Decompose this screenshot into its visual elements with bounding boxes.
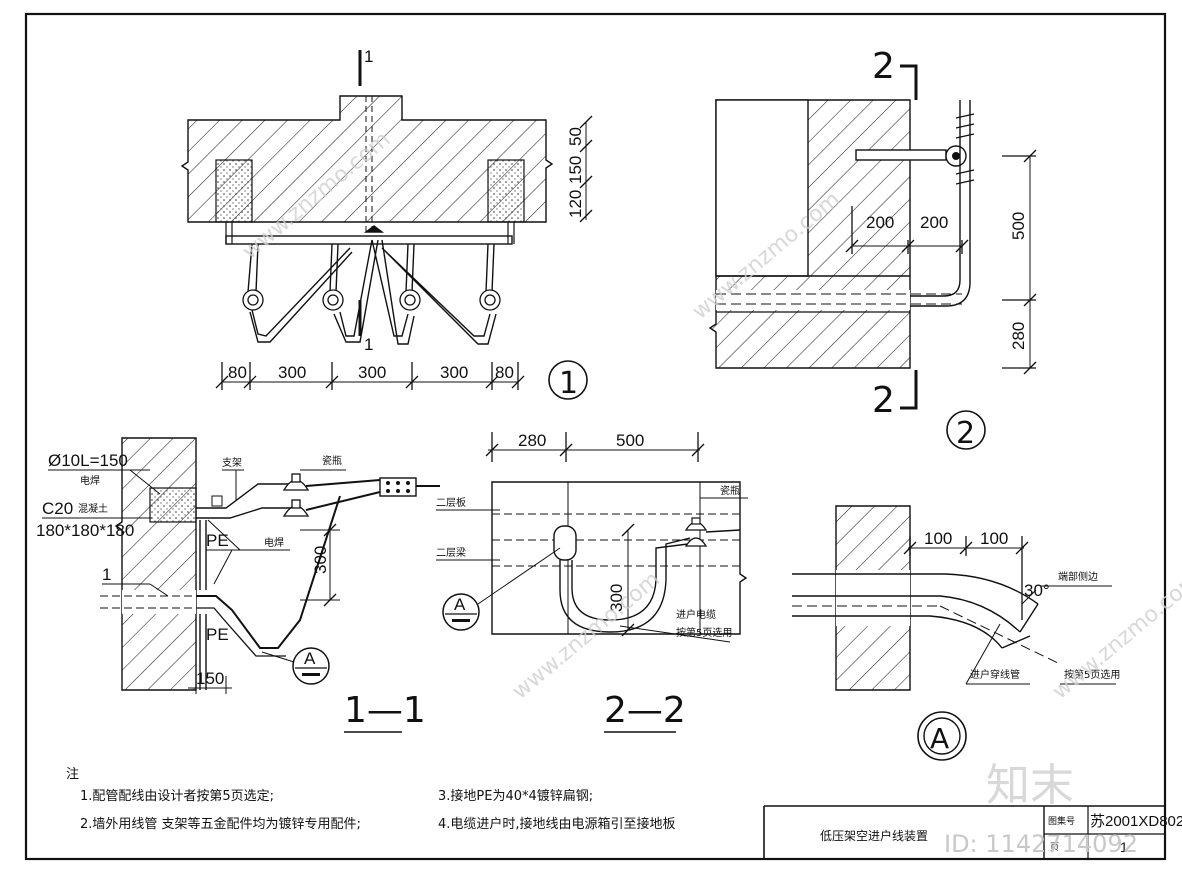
page-number: 1 [1120, 839, 1128, 855]
detail-a: 100 100 30° 端部侧边 进户穿线管 按第5页选用 A [792, 505, 1120, 761]
s11-pe-bottom: PE [206, 625, 229, 644]
view2-dim-500: 500 [1009, 212, 1028, 240]
drawing-title: 低压架空进户线装置 [820, 828, 928, 843]
view1-dim-80-left: 80 [228, 363, 247, 382]
s22-detail-marker: A [454, 595, 466, 614]
s11-concrete-label: C20 [42, 499, 73, 518]
view2-section-mark-bottom: 2 [872, 380, 895, 421]
s22-dim-300: 300 [607, 584, 626, 612]
s11-pe-top: PE [206, 531, 229, 550]
s11-detail-marker: A [304, 649, 316, 668]
detailA-pipe-note: 按第5页选用 [1064, 668, 1120, 681]
view1-dim-120: 120 [566, 190, 585, 218]
s11-weld-label: 电焊 [264, 536, 284, 549]
detailA-pipe: 进户穿线管 [970, 668, 1020, 681]
view1-number: 1 [559, 366, 578, 401]
s11-bracket-label: 支架 [222, 457, 242, 469]
note-2: 2.墙外用线管 支架等五金配件均为镀锌专用配件; [80, 816, 361, 832]
detailA-dim-100-b: 100 [980, 529, 1008, 548]
note-3: 3.接地PE为40*4镀锌扁钢; [438, 788, 593, 804]
detailA-title: A [930, 722, 949, 755]
view1-dim-300-b: 300 [358, 363, 386, 382]
view2-dim-280: 280 [1009, 322, 1028, 350]
view1-dim-300-c: 300 [440, 363, 468, 382]
watermark-id: ID: 1142714092 [944, 830, 1138, 858]
detailA-dim-100-a: 100 [924, 529, 952, 548]
sheet-border [24, 12, 1167, 861]
view1-section-mark-bottom: 1 [364, 335, 373, 354]
watermark-brand: 知末 [986, 760, 1074, 811]
notes-block: 注 1.配管配线由设计者按第5页选定; 2.墙外用线管 支架等五金配件均为镀锌专… [66, 767, 676, 832]
s22-dim-500: 500 [616, 431, 644, 450]
view-1-plan: 1 1 50 150 120 80 300 300 300 80 1 [180, 47, 593, 401]
view2-dim-200-a: 200 [866, 213, 894, 232]
s22-floor-beam: 二层梁 [436, 546, 466, 559]
title-block: 低压架空进户线装置 图集号 苏2001XD802 页 1 [763, 805, 1182, 858]
view2-section-mark-top: 2 [872, 46, 895, 87]
page-label: 页 [1050, 842, 1059, 853]
view2-number: 2 [956, 416, 975, 451]
s11-concrete-note: 混凝土 [78, 502, 108, 515]
view1-section-mark-top: 1 [364, 47, 373, 66]
detailA-end-treatment: 端部侧边 [1058, 570, 1098, 583]
view1-dim-300-a: 300 [278, 363, 306, 382]
view1-dim-150: 150 [566, 156, 585, 184]
view-2-elevation: 2 2 200 200 500 280 2 [708, 46, 1037, 451]
view2-dim-200-b: 200 [920, 213, 948, 232]
s11-rod-note: 电焊 [80, 474, 100, 487]
view1-dim-80-right: 80 [495, 363, 514, 382]
atlas-label: 图集号 [1048, 815, 1075, 827]
note-4: 4.电缆进户时,接地线由电源箱引至接地板 [438, 816, 676, 832]
note-1: 1.配管配线由设计者按第5页选定; [80, 789, 274, 804]
s22-floor-slab: 二层板 [436, 496, 466, 509]
s11-dim-150: 150 [196, 669, 224, 688]
watermark-site-3: www.znzmo.com [508, 567, 665, 705]
s22-cable-note: 按第5页选用 [676, 626, 732, 639]
s11-title: 1—1 [344, 690, 426, 731]
s22-cable: 进户电缆 [676, 608, 716, 621]
s11-insulator-label: 瓷瓶 [322, 454, 342, 467]
s22-title: 2—2 [604, 690, 686, 731]
s22-insulator: 瓷瓶 [720, 484, 740, 497]
s11-mark-1: 1 [102, 565, 111, 584]
notes-heading: 注 [66, 767, 79, 782]
s11-rod-label: Ø10L=150 [48, 451, 128, 470]
s11-dim-300: 300 [311, 546, 330, 574]
s22-dim-280: 280 [518, 431, 546, 450]
section-1-1: 300 150 Ø10L=150 电焊 C20 混凝土 180*180*180 … [36, 437, 440, 733]
detailA-angle: 30° [1024, 581, 1050, 600]
atlas-number: 苏2001XD802 [1090, 813, 1182, 830]
s11-block-size: 180*180*180 [36, 521, 134, 540]
section-2-2: 280 500 300 二层板 二层梁 瓷瓶 进户电缆 按第5页选用 A 2—2 [436, 431, 748, 733]
view1-dim-50: 50 [566, 127, 585, 146]
